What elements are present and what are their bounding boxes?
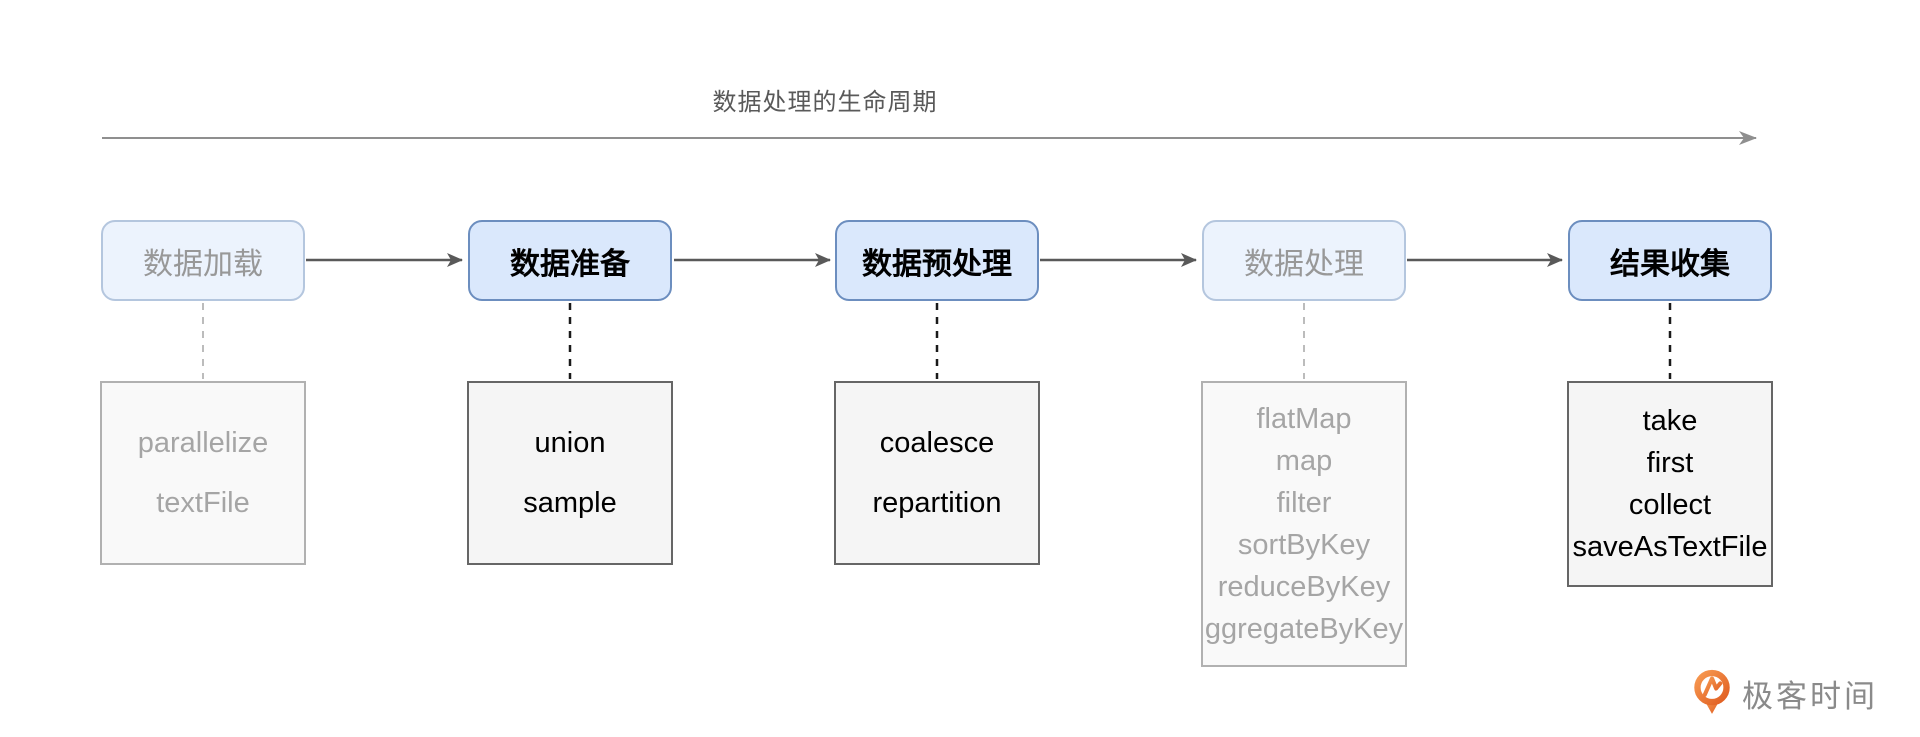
geektime-pin-icon: [1694, 669, 1730, 714]
diagram-title: 数据处理的生命周期: [712, 89, 938, 116]
stage-node-data-preprocess: 数据预处理: [835, 220, 1039, 301]
op-label: collect: [1628, 489, 1712, 521]
ops-box-result-collect: take first collect saveAsTextFile: [1567, 381, 1773, 587]
op-label: saveAsTextFile: [1572, 531, 1768, 563]
op-label: map: [1275, 445, 1333, 477]
stage-label: 结果收集: [1610, 247, 1730, 281]
geektime-logo: 极客时间: [1692, 668, 1878, 718]
stage-label: 数据处理: [1244, 247, 1364, 281]
op-label: parallelize: [137, 427, 269, 459]
op-label: coalesce: [879, 427, 995, 459]
stage-node-data-prepare: 数据准备: [468, 220, 672, 301]
op-label: take: [1642, 405, 1698, 437]
stage-node-data-load: 数据加载: [101, 220, 305, 301]
op-label: flatMap: [1256, 403, 1352, 435]
ops-box-data-prepare: union sample: [467, 381, 673, 565]
logo-text: 极客时间: [1742, 678, 1878, 714]
stage-label: 数据准备: [510, 247, 630, 281]
stage-label: 数据预处理: [862, 247, 1012, 281]
op-label: reduceByKey: [1217, 571, 1391, 603]
op-label: union: [534, 427, 606, 459]
op-label: repartition: [872, 487, 1002, 519]
op-label: filter: [1276, 487, 1332, 519]
op-label: first: [1646, 447, 1694, 479]
stage-label: 数据加载: [143, 247, 263, 281]
op-label: ggregateByKey: [1204, 613, 1404, 645]
ops-box-data-preprocess: coalesce repartition: [834, 381, 1040, 565]
ops-box-data-load: parallelize textFile: [100, 381, 306, 565]
op-label: textFile: [156, 487, 250, 519]
op-label: sortByKey: [1237, 529, 1371, 561]
stage-node-data-process: 数据处理: [1202, 220, 1406, 301]
op-label: sample: [523, 487, 617, 519]
stage-node-result-collect: 结果收集: [1568, 220, 1772, 301]
ops-box-data-process: flatMap map filter sortByKey reduceByKey…: [1201, 381, 1407, 667]
